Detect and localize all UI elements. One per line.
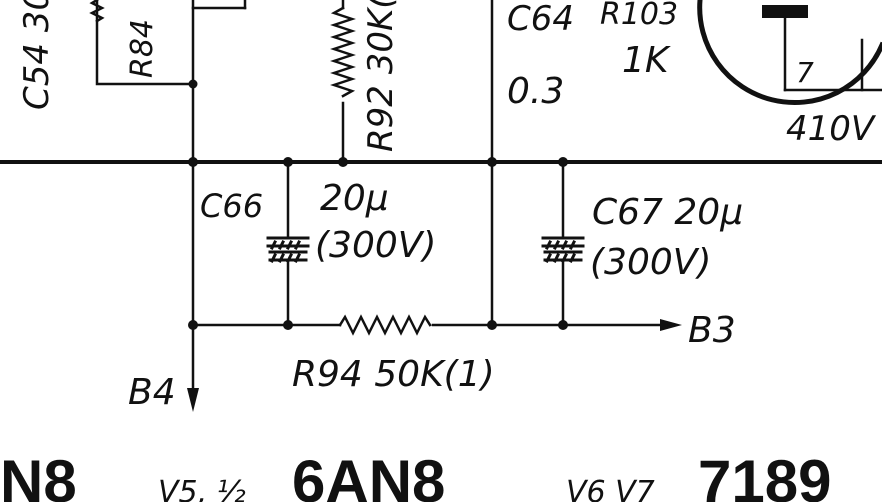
r103-value: 1K [622,40,671,81]
c66-label: C66 [200,187,263,225]
v6-v7-tube: 7189 [698,448,831,502]
b3-label: B3 [688,310,736,351]
b4-label: B4 [128,372,176,413]
c64-label: C64 [507,0,574,39]
tube-cathode [762,5,808,18]
v5-tube: 6AN8 [292,448,445,502]
c66-capacitor [266,236,310,264]
r92-resistor [330,6,356,98]
junction-dot [188,79,198,89]
voltage-410-label: 410V [786,109,877,149]
junction-dot [283,157,293,167]
bottom-left-tube: N8 [0,448,77,502]
c67-rating: (300V) [590,242,711,283]
r84-resistor [89,0,105,23]
junction-dot [283,320,293,330]
r92-label: R92 30K(1) [361,0,401,152]
r103-label: R103 [600,0,678,32]
junction-dot [188,320,198,330]
c54-label: C54 30 [17,0,57,110]
tube-envelope [697,0,882,105]
c66-value: 20μ [320,178,389,219]
junction-dot [487,320,497,330]
junction-dot [558,157,568,167]
c67-capacitor [541,236,585,264]
b3-arrow [660,319,682,331]
r84-lead [95,0,195,86]
b4-arrow [187,388,199,412]
junction-dot [188,157,198,167]
c67-label: C67 20μ [592,192,743,233]
junction-dot [487,157,497,167]
c66-rating: (300V) [315,225,436,266]
v5-prefix: V5, ½ [158,475,246,502]
r94-resistor [338,314,432,336]
r94-label: R94 50K(1) [292,354,495,395]
r84-label: R84 [125,19,160,78]
junction-dot [338,157,348,167]
c64-value: 0.3 [507,71,564,112]
junction-dot [558,320,568,330]
v6-v7-prefix: V6 V7 [566,475,655,502]
pin-7-label: 7 [796,56,814,89]
